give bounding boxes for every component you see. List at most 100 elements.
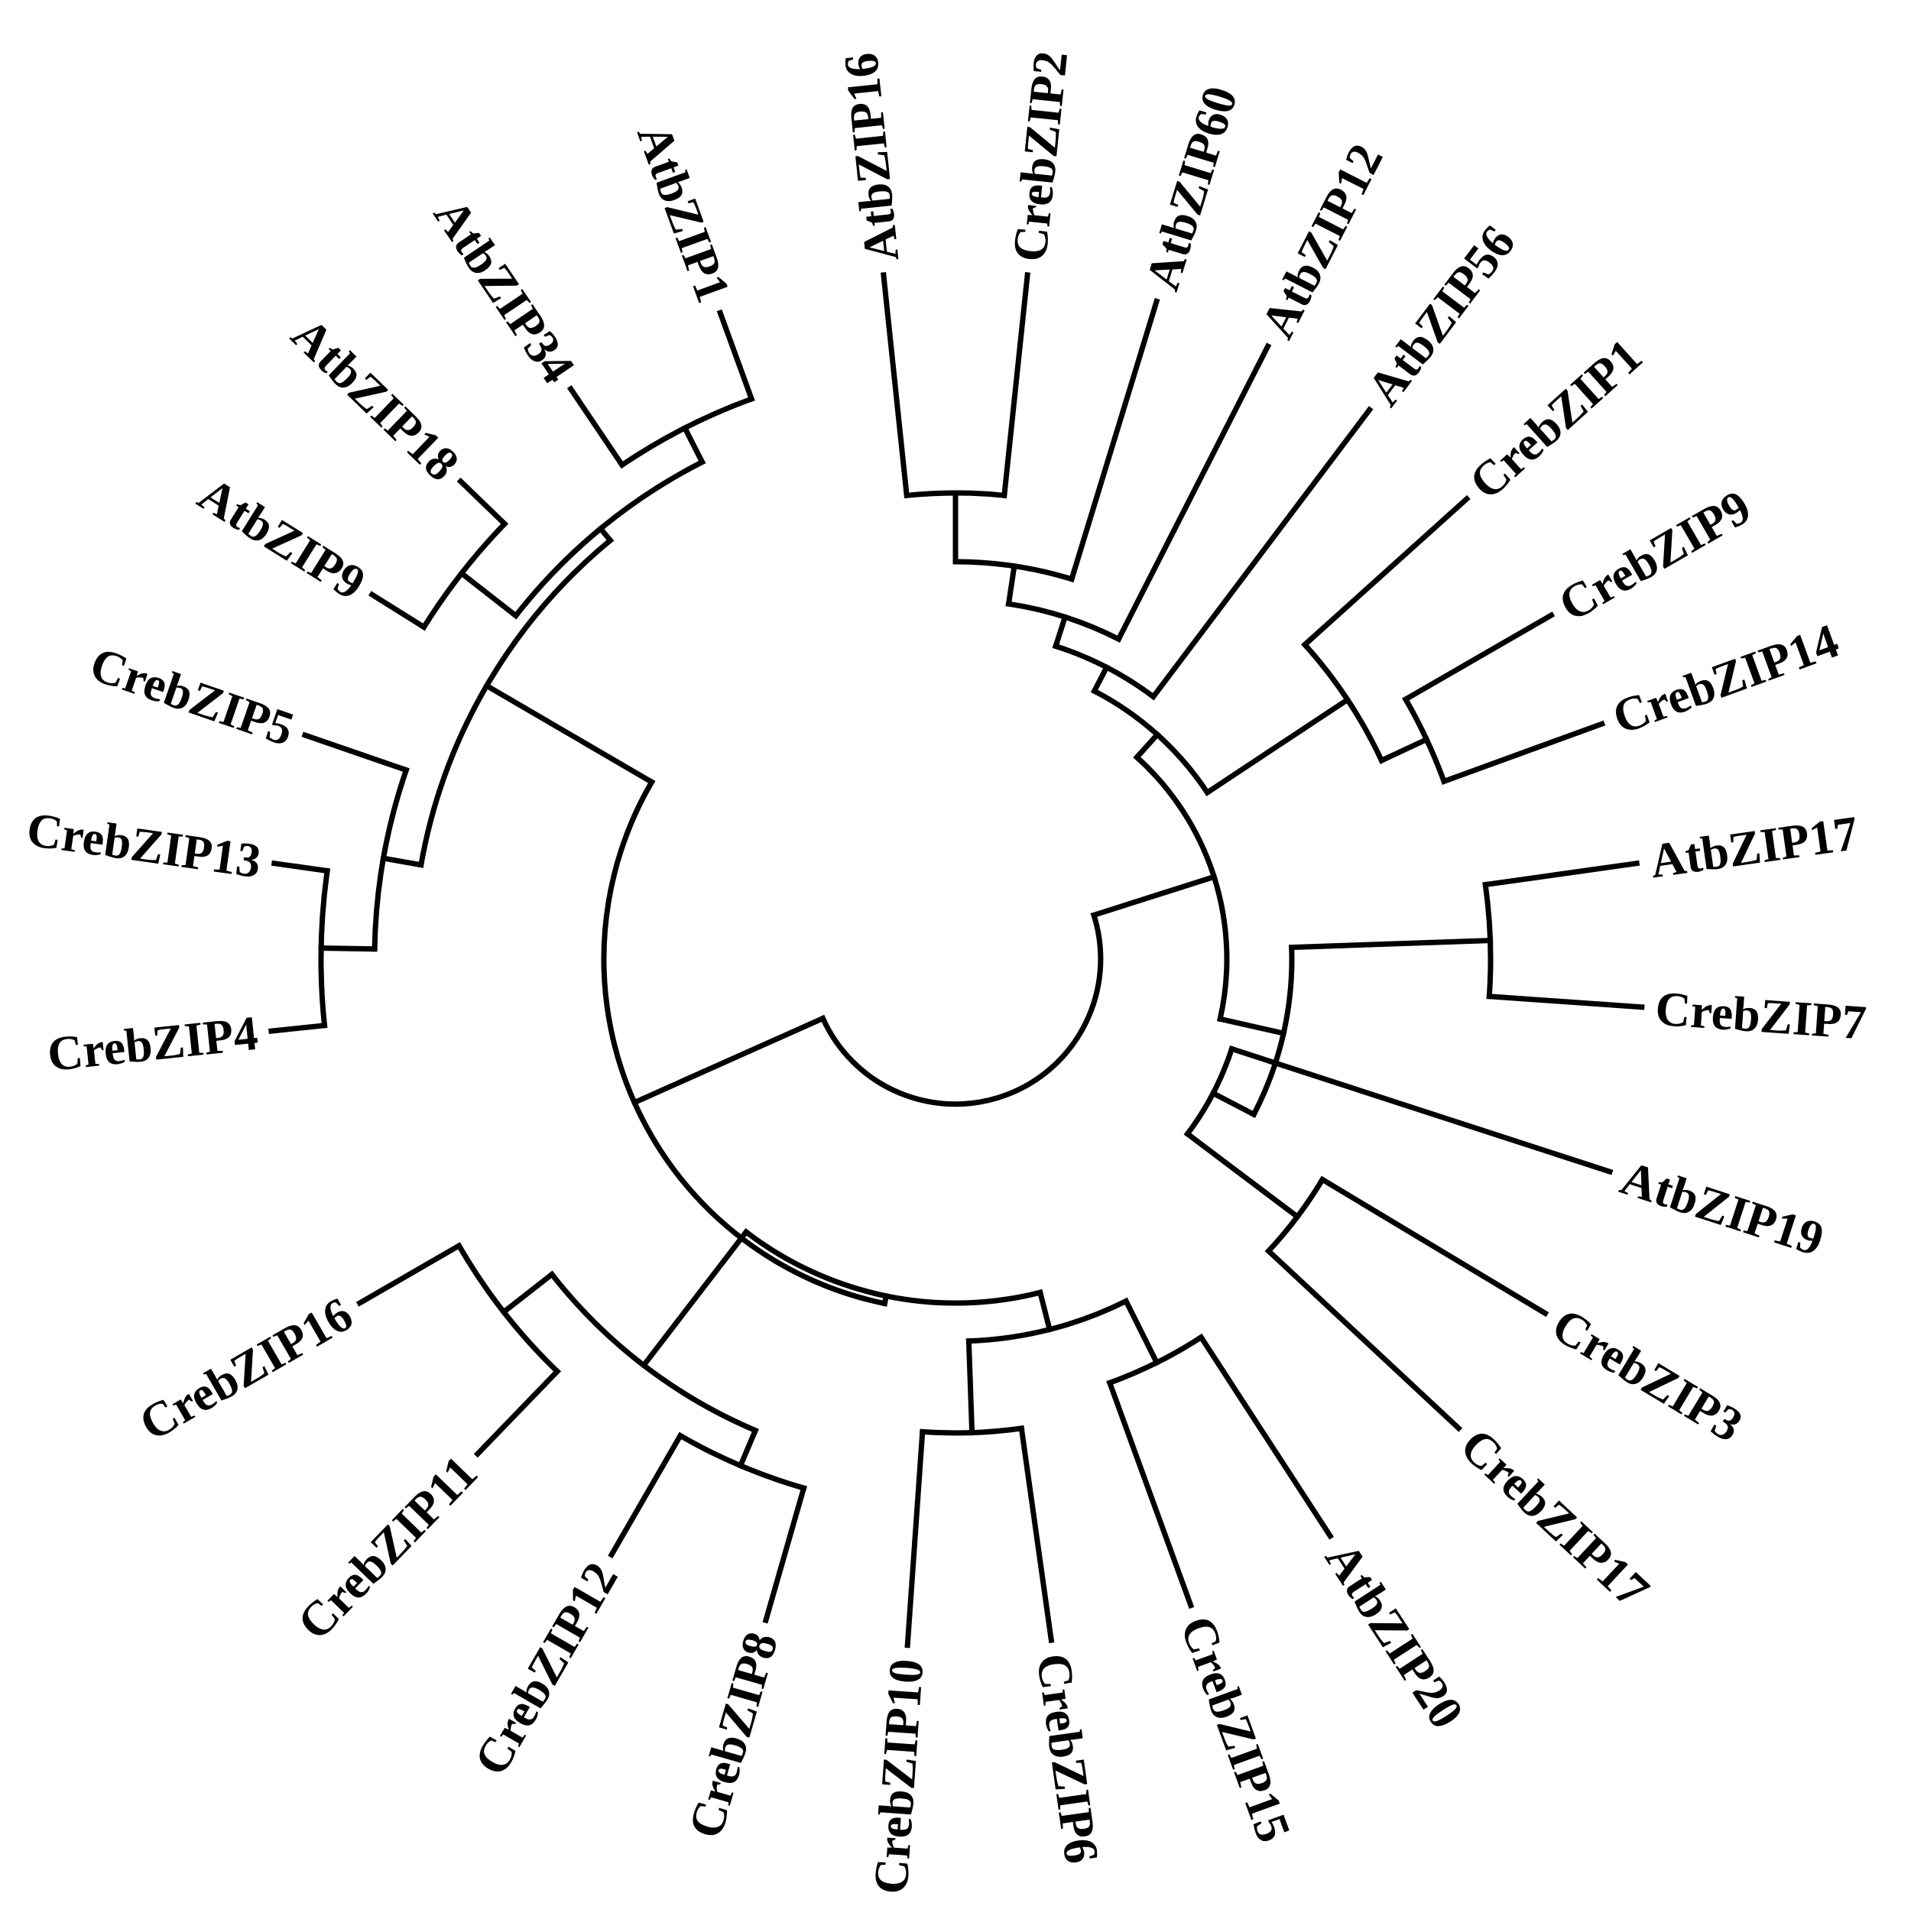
branch-arc-49 [420,520,509,631]
branch-segment-38 [500,1270,556,1316]
branch-to-atbzip34 [566,385,626,469]
branch-arc-45 [318,867,331,1029]
branch-arc-25 [601,778,888,1307]
branch-arc-19 [1482,881,1494,1000]
branch-segment-22 [1183,1130,1302,1220]
branch-arc-41 [417,536,615,868]
branch-segment-16 [1217,1016,1287,1037]
root-arc [819,912,1104,1107]
leaf-label-crebzip3: CrebZIP3 [1543,1297,1752,1452]
branch-arc-51 [618,395,755,469]
leaf-label-crebzip9: CrebZIP9 [1549,479,1760,632]
branch-to-crebzip15 [1106,1379,1195,1609]
leaf-label-atbzip18: AtbZIP18 [281,307,469,491]
branch-to-crebzip8 [762,1484,807,1624]
leaf-label-crebzip1: CrebZIP1 [1458,329,1652,511]
branch-to-crebzip6 [1018,1425,1055,1644]
branch-to-atbzip18 [456,477,509,528]
branch-to-atbzip1 [716,309,755,403]
leaf-label-crebzip10: CrebZIP10 [863,1657,933,1895]
branch-segment-14 [1377,735,1430,764]
branch-arc-21 [1183,1045,1235,1138]
leaf-label-crebzip11: CrebZIP11 [287,1445,488,1650]
branch-arc-1 [1133,753,1230,1023]
branch-to-crebzip16 [355,1242,463,1307]
leaf-label-atbzip19: AtbZIP19 [1614,1150,1830,1266]
branch-to-crebzip17 [1264,1246,1463,1432]
leaf-label-atbzip60: AtbZIP60 [1134,80,1248,297]
leaf-label-crebzip6: CrebZIP6 [1027,1650,1110,1866]
branch-to-atbzip56 [1149,406,1374,701]
branch-segment-44 [318,945,378,952]
branch-arc-27 [742,1228,1044,1306]
leaf-label-crebzip4: CrebZIP4 [45,1006,261,1081]
branch-to-crebzip9 [1402,611,1556,703]
branch-segment-32 [965,1338,975,1436]
leaf-label-crebzip8: CrebZIP8 [678,1626,788,1844]
leaf-label-crebzip7: CrebZIP7 [1653,981,1867,1050]
branch-arc-13 [1301,640,1386,764]
leaf-label-crebzip13: CrebZIP13 [24,802,264,888]
branch-arc-15 [1402,695,1448,785]
leaf-label-atbzip12: AtbZIP12 [1250,135,1394,346]
branch-arc-43 [371,767,410,952]
branch-arc-7 [1005,601,1123,643]
root-branch-24 [631,1014,827,1107]
branch-segment-20 [1209,1089,1258,1118]
branch-to-crebzip14 [1440,720,1606,785]
leaf-label-crebzip14: CrebZIP14 [1605,613,1845,744]
branch-arc-47 [511,458,706,620]
branch-arc-29 [965,1297,1130,1344]
root-branch-0 [1090,873,1218,919]
branch-to-crebzip7 [1486,994,1645,1010]
branch-arc-35 [548,1270,759,1434]
leaf-label-crebzip16: CrebZIP16 [130,1286,361,1451]
branch-segment-30 [1122,1297,1160,1366]
leaf-label-atbzip56: AtbZIP56 [1356,216,1525,415]
branch-arc-31 [1106,1333,1205,1386]
branch-segment-4 [1090,663,1111,695]
branch-segment-28 [1037,1289,1053,1333]
branch-arc-37 [676,1431,807,1492]
branch-to-crebzip10 [904,1428,926,1648]
leaf-label-crebzip17: CrebZIP17 [1450,1418,1660,1618]
branch-arc-33 [920,1425,1025,1436]
leaf-label-atbzip9: AtbZIP9 [190,466,375,610]
branch-segment-36 [737,1427,759,1470]
branch-to-atbzip19 [1228,1045,1614,1175]
branch-to-atbzip20 [1197,1333,1335,1540]
branch-arc-9 [952,559,1076,583]
branch-to-crebzip11 [473,1367,561,1458]
branch-segment-12 [1203,695,1351,796]
branch-to-crebzip2 [1001,272,1030,499]
leaf-label-atbzip34: AtbZIP34 [423,189,586,393]
branch-arc-39 [455,1242,561,1376]
leaf-label-atbzip17: AtbZIP17 [1647,806,1861,888]
leaf-label-atbzip20: AtbZIP20 [1315,1533,1475,1738]
leaf-label-crebzip15: CrebZIP15 [1170,1609,1302,1849]
branch-arc-5 [1052,643,1157,701]
leaf-label-crebzip5: CrebZIP5 [83,637,300,757]
leaf-label-crebzip2: CrebZIP2 [1002,49,1078,264]
branch-segment-8 [1005,562,1017,608]
leaf-label-atbzip16: AtbZIP16 [833,50,909,264]
branch-segment-50 [681,424,706,466]
branch-to-atbzip9 [368,591,428,631]
branch-to-crebzip1 [1301,494,1471,649]
branch-to-crebzip12 [608,1431,684,1559]
branch-to-crebzip13 [271,860,331,874]
branch-segment-6 [1052,613,1069,650]
branch-to-crebzip5 [301,731,410,774]
tree-branches [268,272,1645,1648]
branch-segment-40 [482,682,656,786]
branch-to-atbzip16 [881,272,910,499]
branch-to-crebzip4 [268,1022,328,1034]
branch-to-atbzip12 [1114,342,1272,643]
branch-segment-42 [380,854,424,868]
branch-to-atbzip60 [1068,297,1160,583]
leaf-label-atbzip1: AtbZIP1 [627,117,741,310]
branch-arc-11 [904,490,1007,499]
branch-arc-23 [1264,1175,1326,1255]
